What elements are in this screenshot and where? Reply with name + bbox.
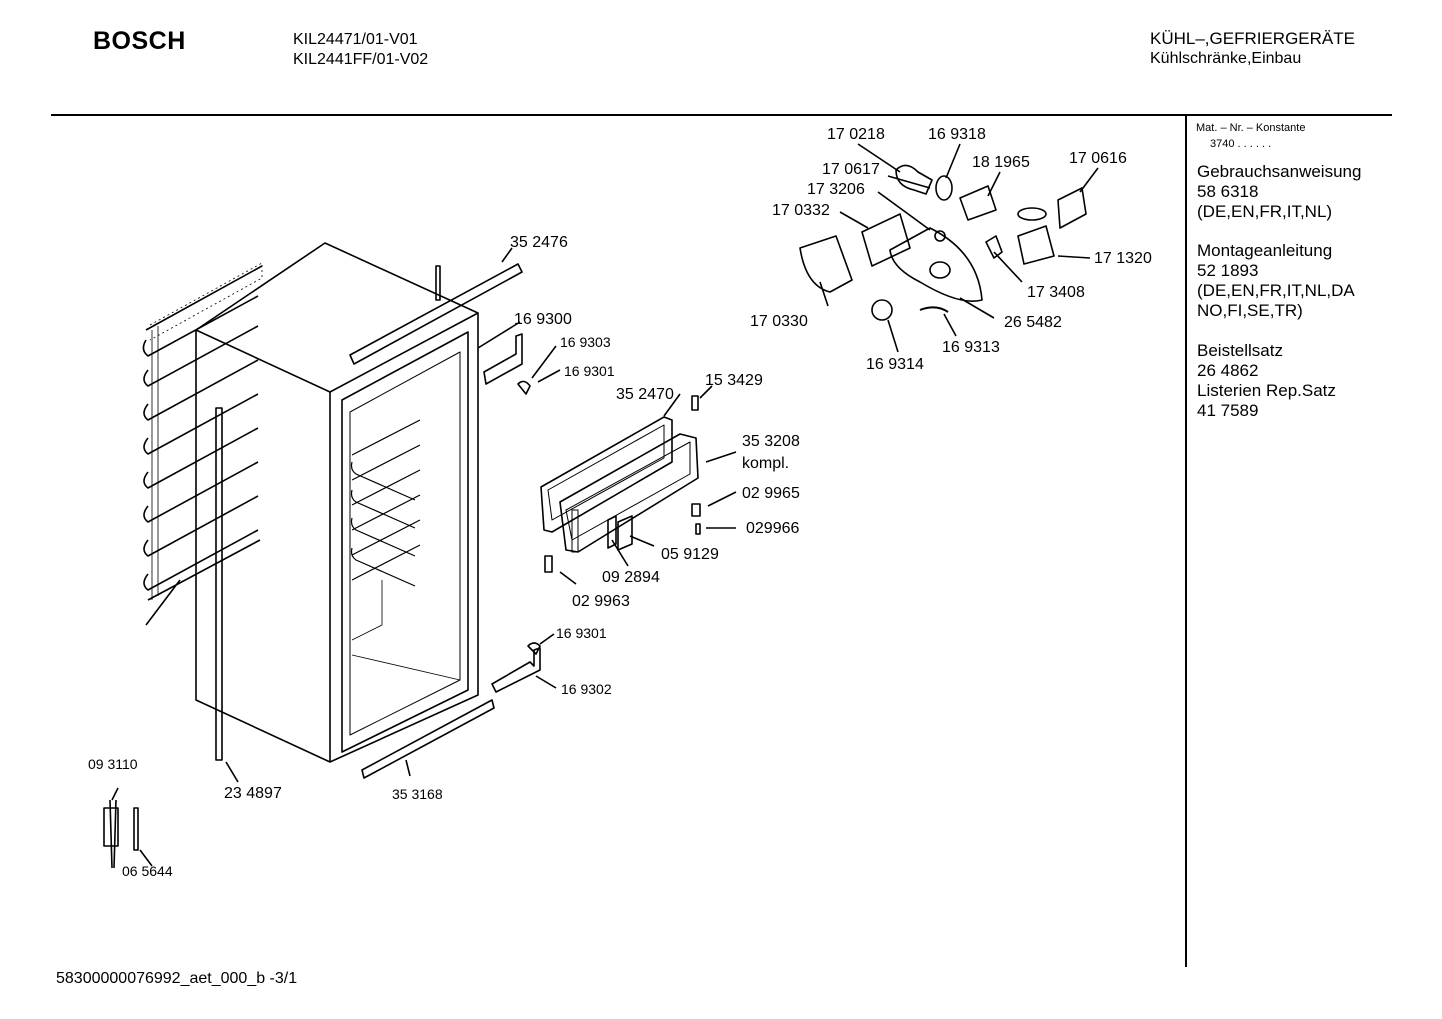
part-label: 15 3429 <box>705 372 763 389</box>
hinge-pin-lower <box>527 642 541 655</box>
manual-languages: (DE,EN,FR,IT,NL) <box>1197 202 1333 221</box>
part-label: 16 9313 <box>942 339 1000 356</box>
manual-title: Gebrauchsanweisung <box>1197 162 1362 181</box>
brand-logo: BOSCH <box>93 27 186 55</box>
part-label: 35 2470 <box>616 386 674 403</box>
part-label: 16 9301 <box>556 625 607 641</box>
listeria-kit-number: 41 7589 <box>1197 401 1259 420</box>
accessory-kit-number: 26 4862 <box>1197 361 1259 380</box>
constant-label: Mat. – Nr. – Konstante <box>1196 122 1306 134</box>
model-number-1: KIL24471/01-V01 <box>293 31 418 48</box>
document-id: 58300000076992_aet_000_b -3/1 <box>56 970 298 987</box>
lower-hinge <box>491 647 541 693</box>
hinge-pin-upper <box>517 380 531 395</box>
door-handle-parts <box>607 515 633 551</box>
part-label: 17 1320 <box>1094 250 1152 267</box>
part-label: 17 0617 <box>822 161 880 178</box>
part-label: 06 5644 <box>122 863 173 879</box>
bottom-trim-strip <box>361 699 495 779</box>
part-label: 029966 <box>746 520 800 537</box>
category-subtitle: Kühlschränke,Einbau <box>1150 50 1302 67</box>
top-mounting-rail <box>349 263 523 365</box>
part-label: 18 1965 <box>972 154 1030 171</box>
part-label: 05 9129 <box>661 546 719 563</box>
part-label: 35 2476 <box>510 234 568 251</box>
manual-number: 58 6318 <box>1197 182 1259 201</box>
header-rule <box>51 114 1392 116</box>
part-label: 16 9303 <box>560 334 611 350</box>
accessory-kit-title: Beistellsatz <box>1197 341 1283 360</box>
part-label: kompl. <box>742 455 790 472</box>
installation-title: Montageanleitung <box>1197 241 1333 260</box>
sidebar-rule <box>1185 116 1187 967</box>
condenser-coil <box>142 262 263 626</box>
door-catch <box>544 555 553 573</box>
part-label: 16 9302 <box>561 681 612 697</box>
part-label: 09 2894 <box>602 569 660 586</box>
freezer-door <box>540 416 699 553</box>
listeria-kit-title: Listerien Rep.Satz <box>1197 381 1336 400</box>
part-label: 35 3168 <box>392 786 443 802</box>
part-label: 16 9300 <box>514 311 572 328</box>
part-label: 23 4897 <box>224 785 282 802</box>
installation-number: 52 1893 <box>1197 261 1259 280</box>
part-label: 17 0330 <box>750 313 808 330</box>
part-label: 17 0616 <box>1069 150 1127 167</box>
side-trim-strip <box>215 407 223 761</box>
part-label: 02 9963 <box>572 593 630 610</box>
part-label: 35 3208 <box>742 433 800 450</box>
installation-languages-2: NO,FI,SE,TR) <box>1197 301 1303 320</box>
part-label: 16 9301 <box>564 363 615 379</box>
part-label: 17 3408 <box>1027 284 1085 301</box>
lamp-assembly <box>799 164 1087 321</box>
model-number-2: KIL2441FF/01-V02 <box>293 51 429 68</box>
installation-languages-1: (DE,EN,FR,IT,NL,DA <box>1197 281 1355 300</box>
constant-value: 3740 . . . . . . <box>1210 138 1272 150</box>
part-label: 26 5482 <box>1004 314 1062 331</box>
door-screws <box>691 503 701 535</box>
part-label: 17 0218 <box>827 126 885 143</box>
part-label: 09 3110 <box>88 756 138 772</box>
part-label: 17 0332 <box>772 202 830 219</box>
cabinet-body <box>195 242 479 763</box>
door-pin <box>691 395 699 411</box>
part-label: 17 3206 <box>807 181 865 198</box>
thermostat-sensor <box>103 799 139 869</box>
part-label: 02 9965 <box>742 485 800 502</box>
part-label: 16 9318 <box>928 126 986 143</box>
upper-hinge <box>483 333 523 385</box>
part-label: 16 9314 <box>866 356 924 373</box>
category-title: KÜHL–,GEFRIERGERÄTE <box>1150 29 1355 48</box>
